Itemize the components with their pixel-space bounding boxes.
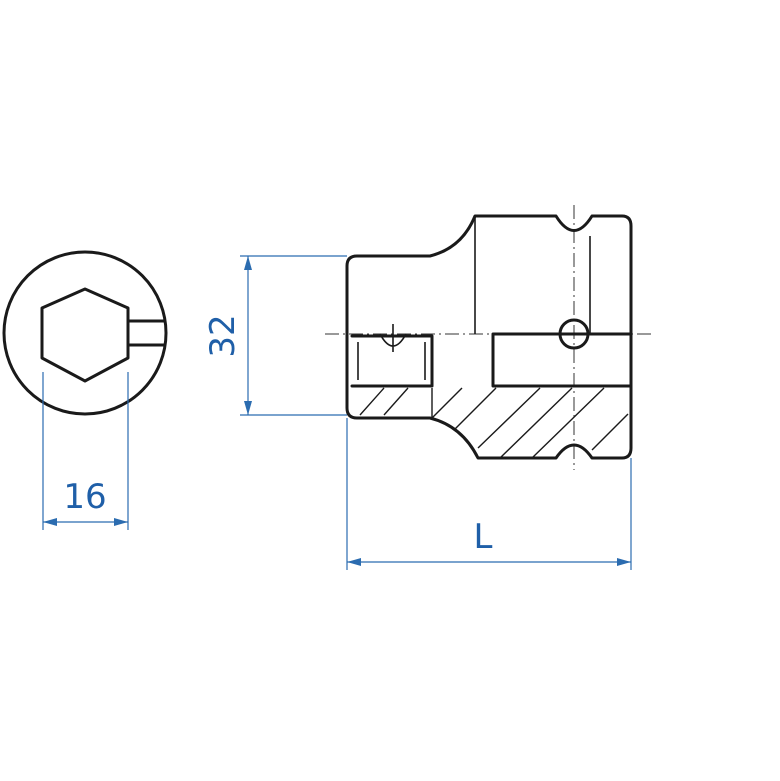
socket-end-circle bbox=[2, 250, 168, 416]
dimension-label-L: L bbox=[474, 517, 493, 557]
hex-bore-profile bbox=[350, 334, 434, 388]
dimension-length: L bbox=[346, 418, 632, 570]
socket-side-view bbox=[325, 205, 655, 470]
hexagon-opening bbox=[40, 287, 130, 383]
dimension-label-16: 16 bbox=[63, 477, 106, 517]
dimension-label-32: 32 bbox=[203, 314, 243, 357]
dimension-square-drive: 16 bbox=[42, 372, 129, 530]
dimension-across-flats: 32 bbox=[203, 255, 347, 416]
ball-detent-hole bbox=[558, 318, 590, 350]
square-drive-bore bbox=[491, 332, 633, 388]
socket-end-view bbox=[2, 250, 168, 416]
section-hatching bbox=[359, 387, 629, 459]
drive-slot bbox=[126, 319, 166, 347]
detent-groove bbox=[379, 324, 407, 352]
socket-body-outline bbox=[345, 214, 633, 460]
